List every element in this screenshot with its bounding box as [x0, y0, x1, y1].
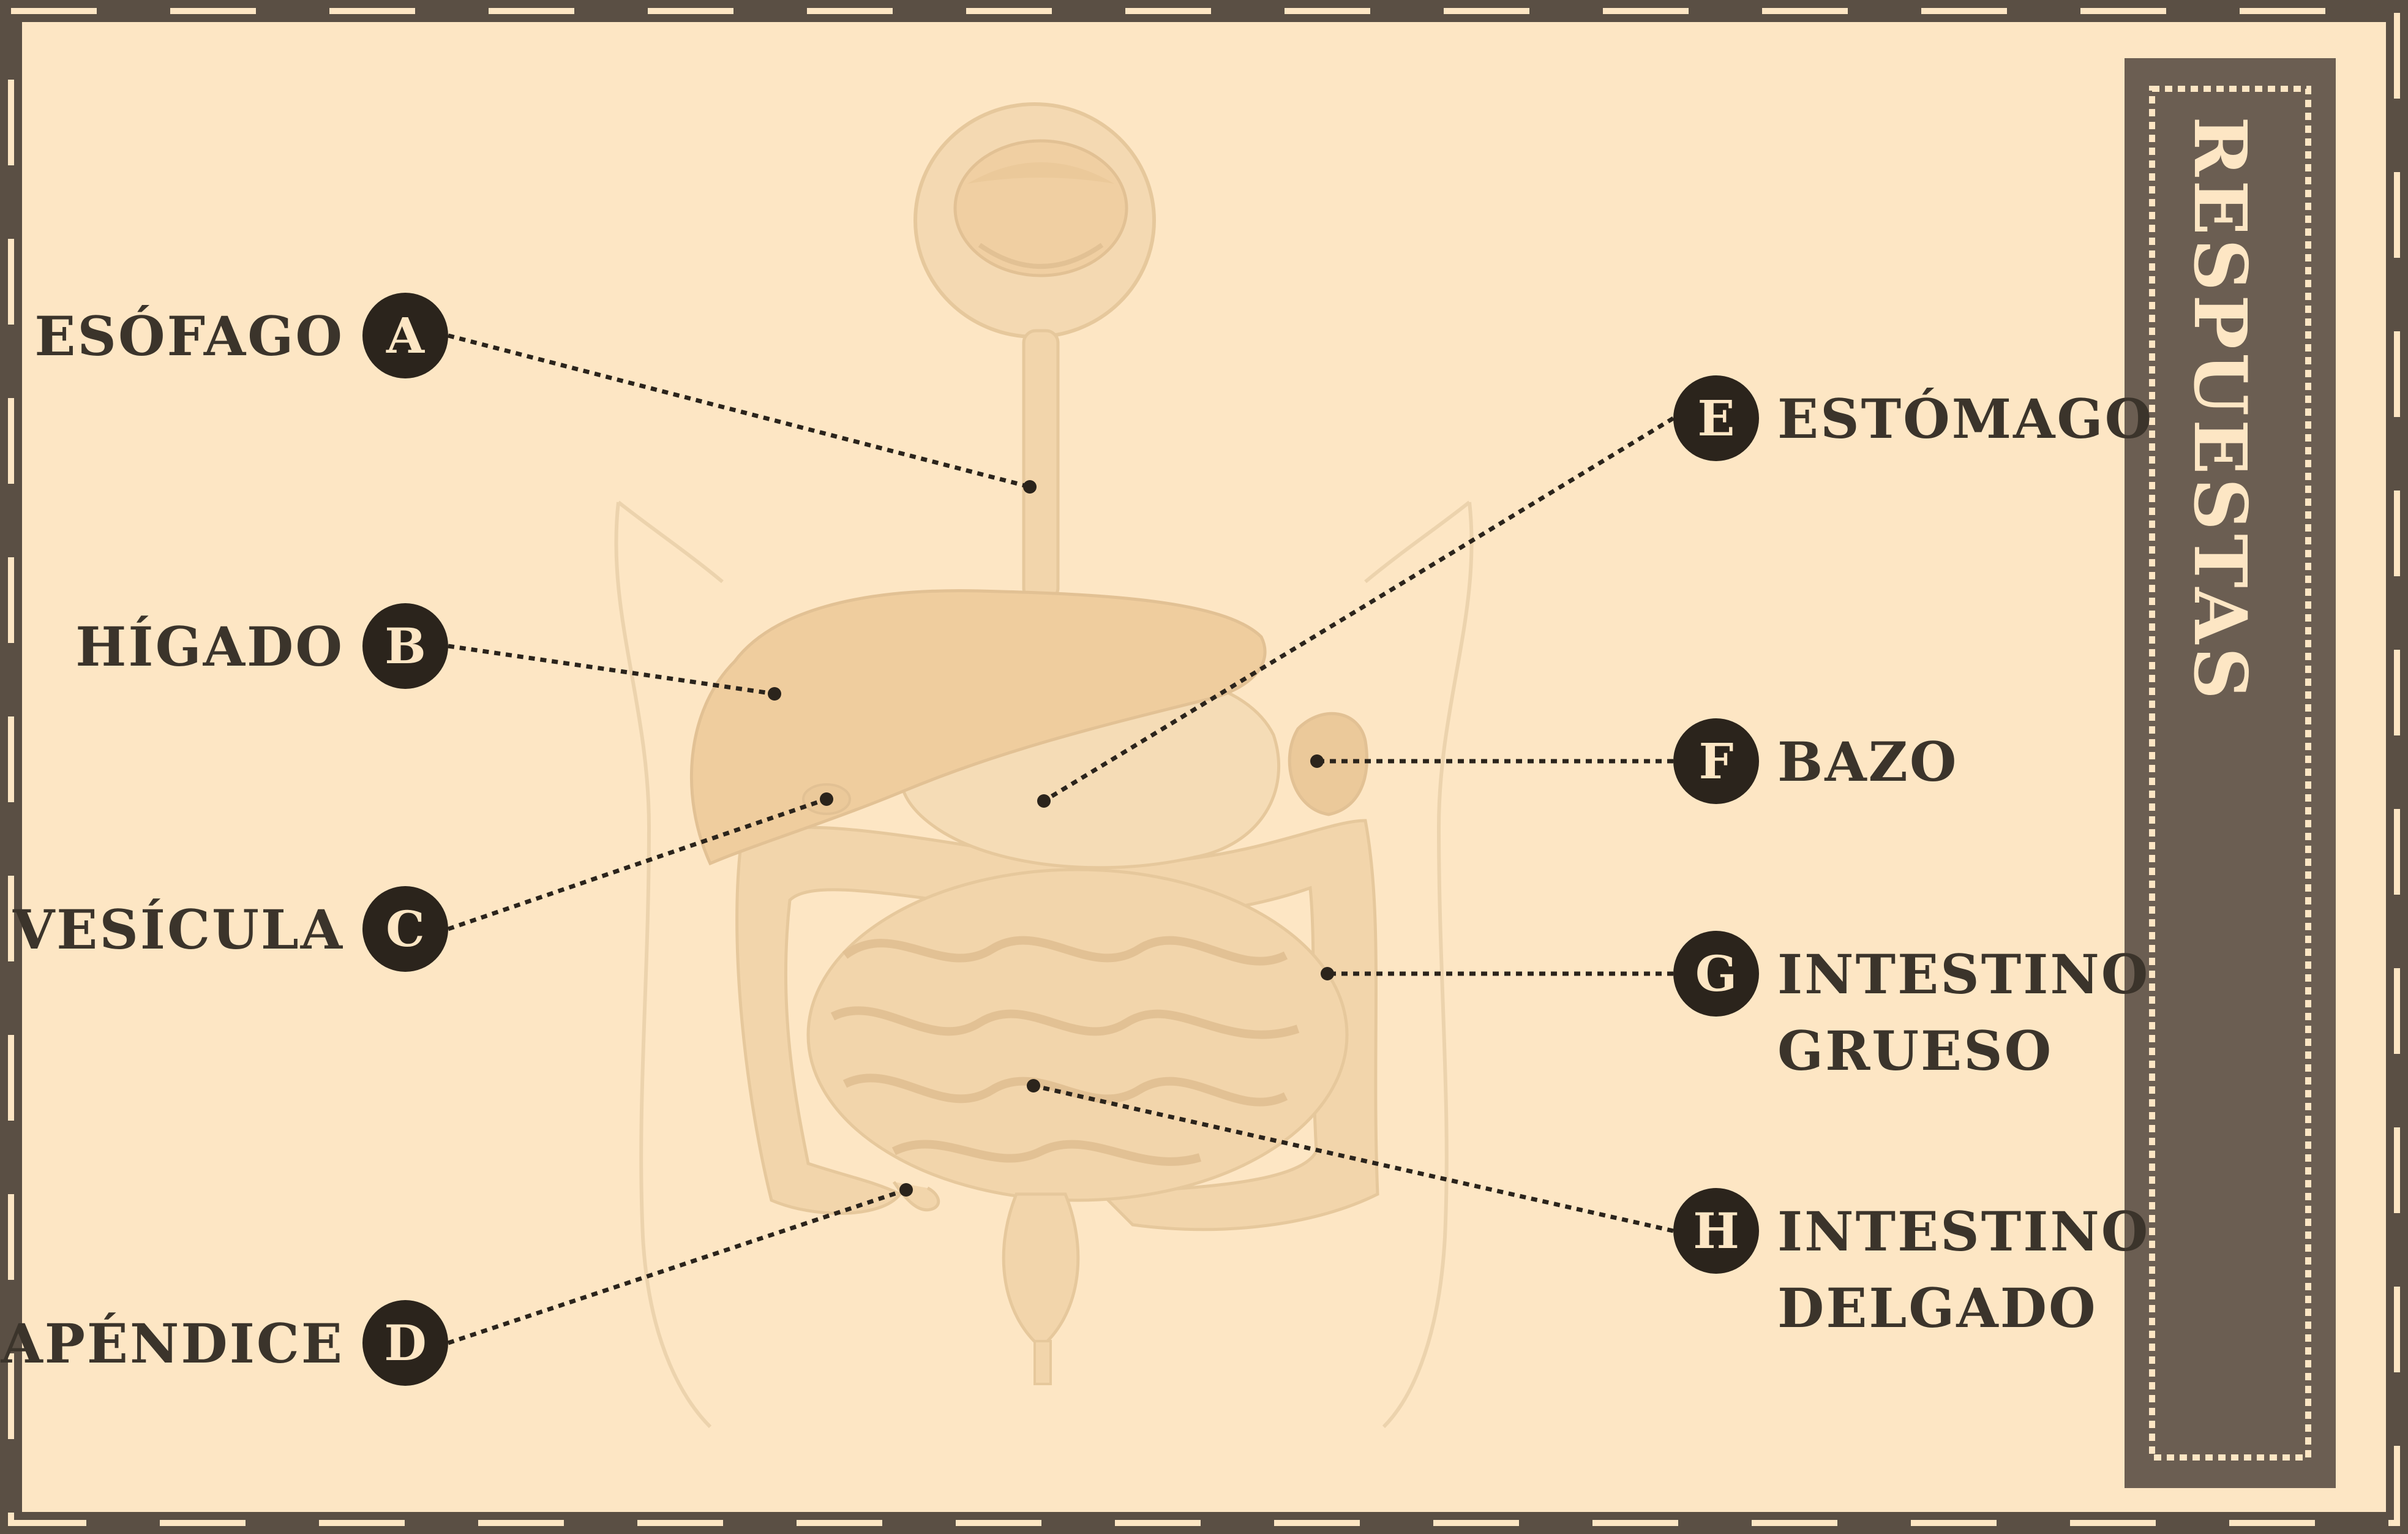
label-intestino-grueso-line-1: INTESTINO — [1777, 942, 2150, 1006]
mouth-illustration — [915, 104, 1154, 337]
badge-letter-a: A — [386, 307, 425, 364]
leader-endpoint-a — [1023, 480, 1037, 494]
leader-endpoint-e — [1037, 794, 1051, 808]
label-apéndice: APÉNDICE — [0, 1312, 344, 1375]
esophagus-illustration — [1024, 331, 1058, 600]
label-intestino-delgado-line-1: INTESTINO — [1777, 1200, 2150, 1263]
leader-endpoint-b — [768, 687, 781, 701]
badge-letter-g: G — [1695, 945, 1737, 1002]
leader-endpoint-d — [899, 1183, 913, 1197]
badge-letter-b: B — [384, 617, 426, 675]
label-esófago: ESÓFAGO — [34, 304, 344, 368]
badge-letter-c: C — [386, 900, 425, 958]
badge-letter-h: H — [1693, 1202, 1739, 1260]
label-hígado: HÍGADO — [75, 615, 344, 679]
leader-endpoint-h — [1027, 1079, 1040, 1092]
label-bazo: BAZO — [1777, 730, 1959, 794]
leader-endpoint-g — [1321, 967, 1334, 980]
badge-letter-e: E — [1698, 389, 1735, 447]
badge-letter-f: F — [1699, 732, 1734, 790]
answers-sidebar[interactable]: RESPUESTAS — [2125, 58, 2336, 1488]
label-estómago: ESTÓMAGO — [1777, 387, 2153, 451]
badge-letter-d: D — [384, 1314, 426, 1372]
leader-endpoint-f — [1310, 754, 1324, 768]
label-intestino-delgado-line-2: DELGADO — [1777, 1276, 2098, 1340]
label-vesícula: VESÍCULA — [12, 898, 344, 961]
small-intestine-illustration — [808, 870, 1347, 1200]
label-intestino-grueso-line-2: GRUESO — [1777, 1019, 2053, 1083]
leader-endpoint-c — [820, 792, 833, 806]
spleen-illustration — [1289, 713, 1367, 814]
answers-sidebar-title: RESPUESTAS — [2178, 116, 2263, 703]
